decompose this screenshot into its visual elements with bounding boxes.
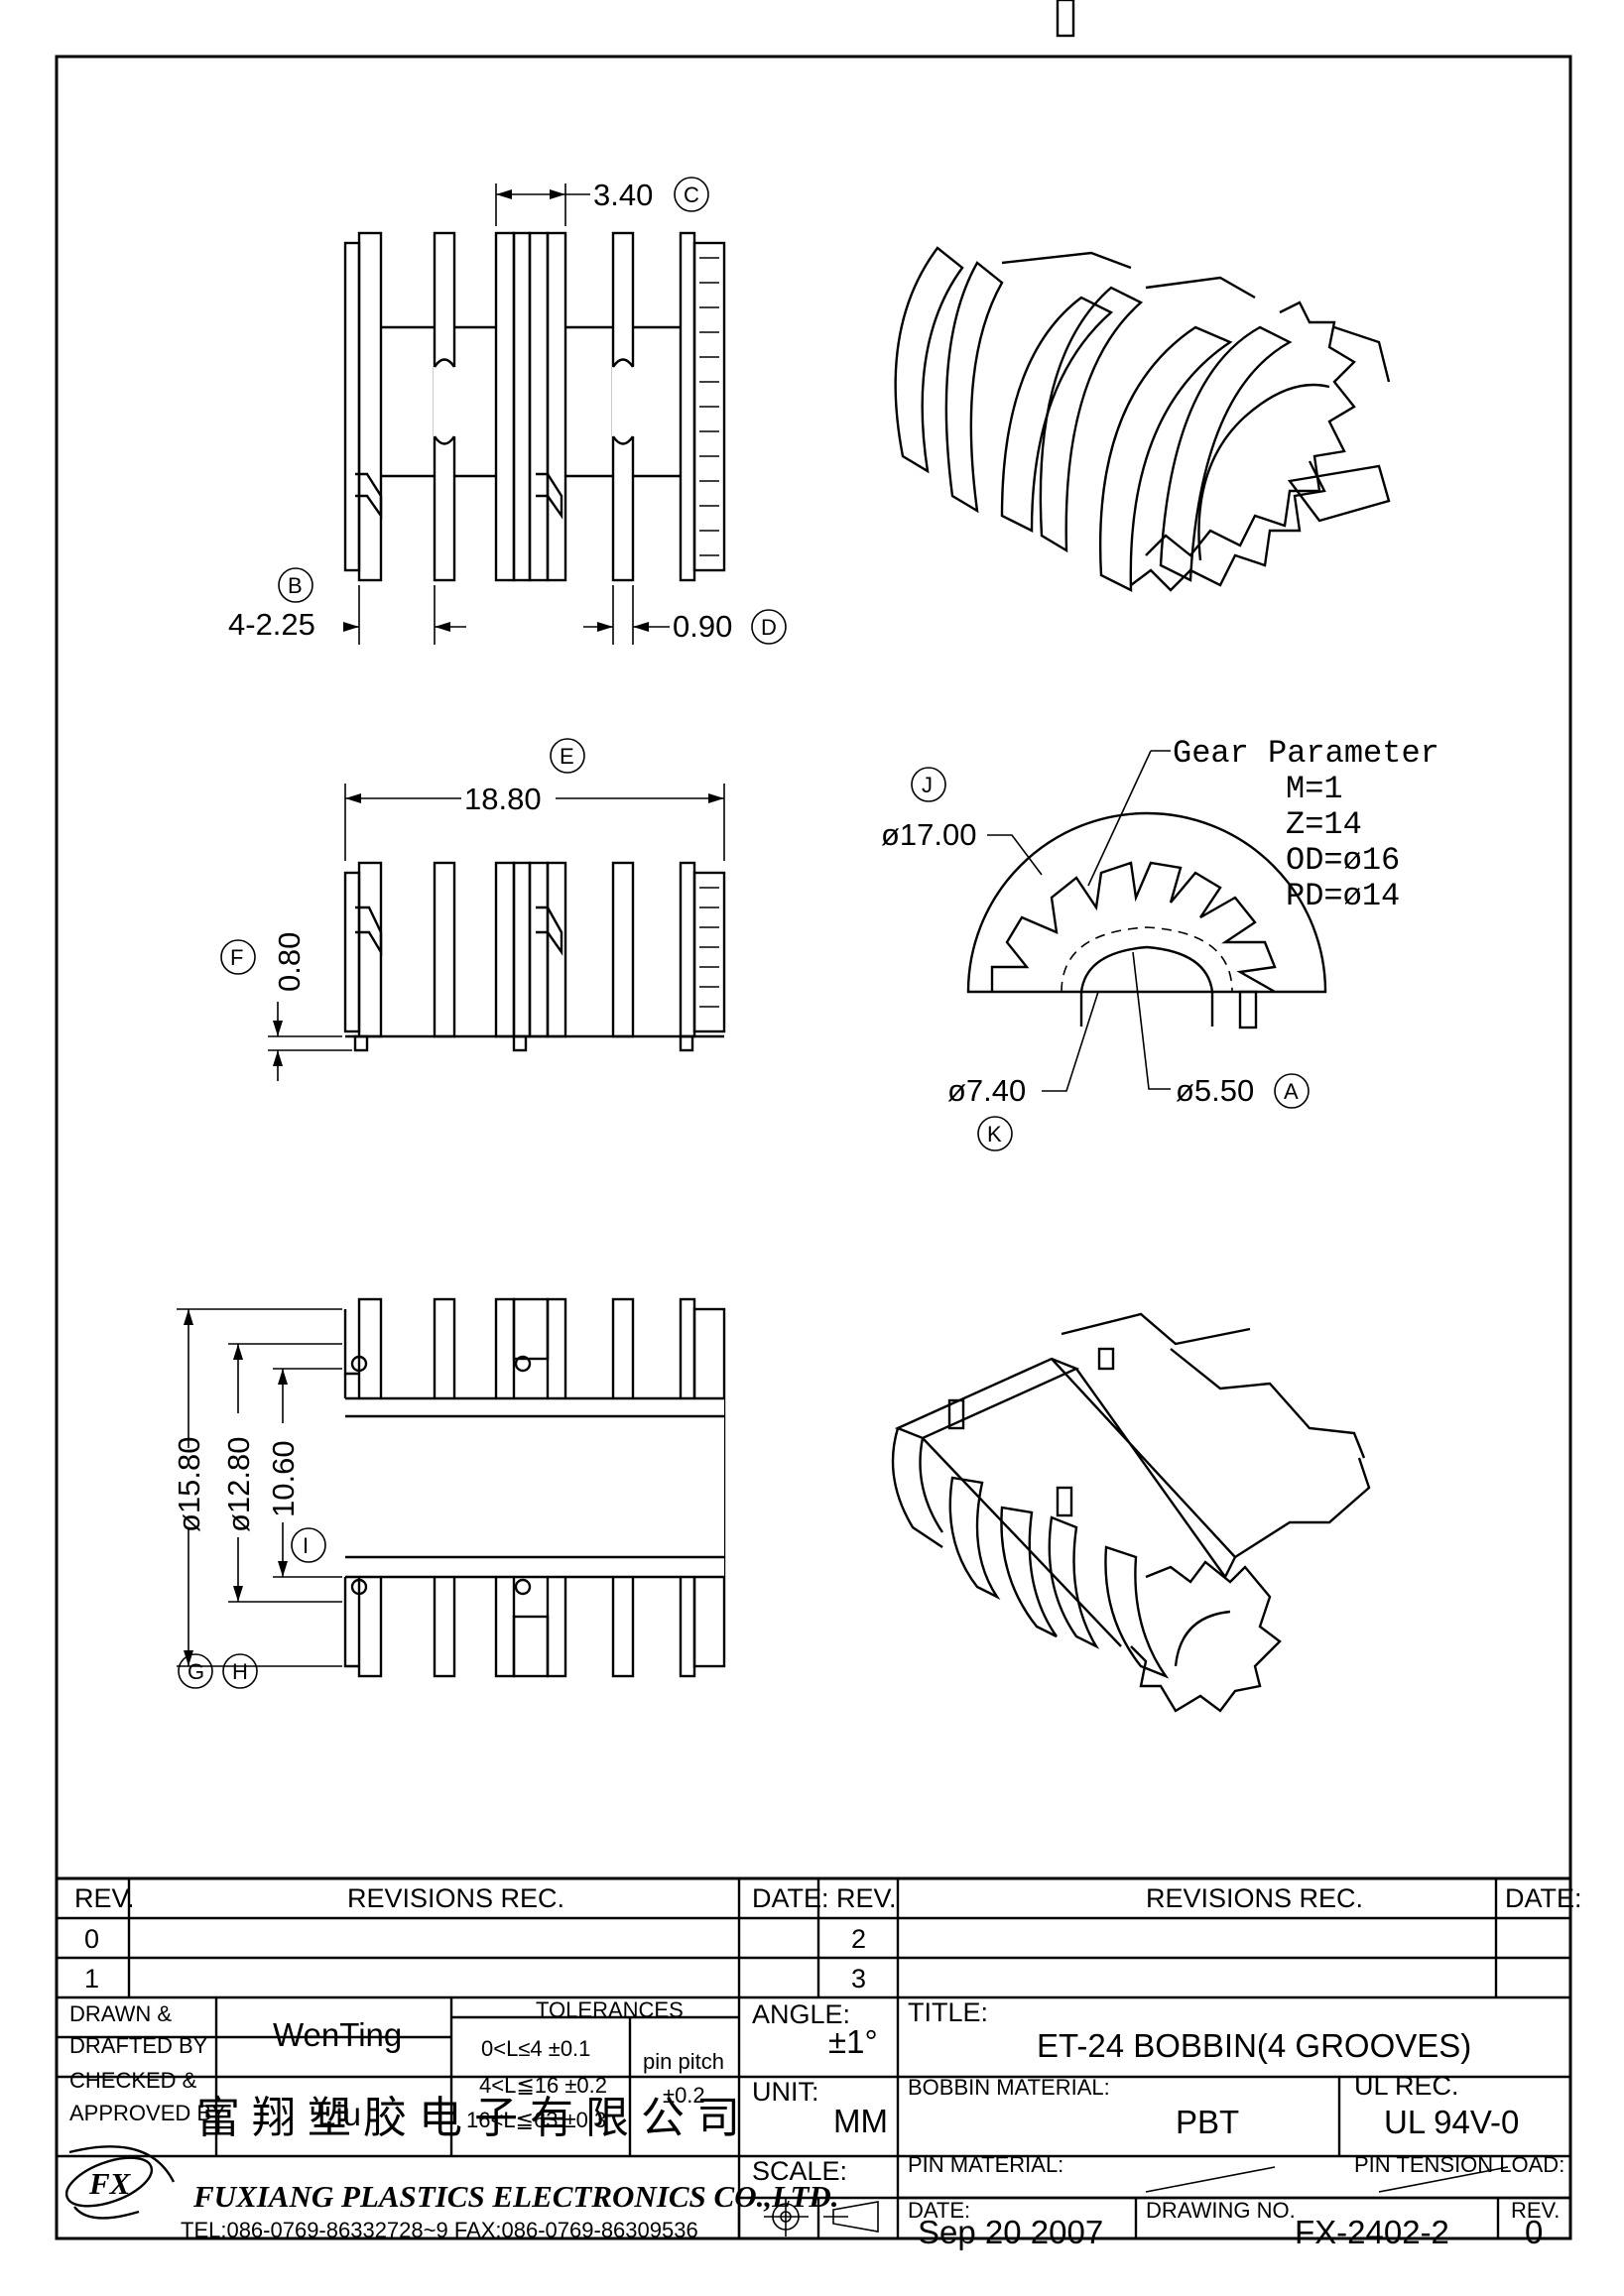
side-view: E 18.80 F 0.80 xyxy=(220,738,726,1081)
callout-k: K xyxy=(987,1122,1002,1147)
title-value: ET-24 BOBBIN(4 GROOVES) xyxy=(1037,2027,1471,2064)
callout-j: J xyxy=(922,773,933,797)
gear-parameter-title: Gear Parameter xyxy=(1173,735,1439,772)
revisions-header-left: REVISIONS REC. xyxy=(347,1883,564,1913)
rev-row-2: 2 xyxy=(851,1924,866,1954)
title-label: TITLE: xyxy=(908,1997,988,2027)
rev-header-left: REV. xyxy=(74,1883,135,1913)
dim-j-value: ø17.00 xyxy=(881,817,977,852)
rev-row-0: 0 xyxy=(84,1924,99,1954)
bobbin-material-label: BOBBIN MATERIAL: xyxy=(908,2075,1110,2100)
callout-b: B xyxy=(288,573,303,598)
drawing-no-value: FX-2402-2 xyxy=(1295,2214,1449,2250)
rev-row-1: 1 xyxy=(84,1964,99,1994)
ul-rec-label: UL REC. xyxy=(1354,2071,1459,2101)
callout-g: G xyxy=(187,1659,204,1684)
front-view: 3.40 C B 4-2.25 0.90 D xyxy=(228,177,787,645)
ul-rec-value: UL 94V-0 xyxy=(1384,2104,1519,2140)
gear-z: Z=14 xyxy=(1286,806,1362,843)
rev-label: REV. xyxy=(1511,2198,1560,2223)
gear-pd: PD=ø14 xyxy=(1286,878,1400,914)
callout-e: E xyxy=(560,744,574,769)
isometric-view-bottom xyxy=(891,1312,1371,1713)
pin-pitch-label: pin pitch xyxy=(643,2049,724,2074)
drawn-by-value: WenTing xyxy=(273,2016,402,2053)
tolerances-label: TOLERANCES xyxy=(536,1997,684,2022)
dim-e-value: 18.80 xyxy=(464,782,542,816)
company-contact: TEL:086-0769-86332728~9 FAX:086-0769-863… xyxy=(181,2218,698,2242)
dim-k-value: ø7.40 xyxy=(947,1073,1026,1108)
rev-row-3: 3 xyxy=(851,1964,866,1994)
pin-tension-label: PIN TENSION LOAD: xyxy=(1354,2152,1564,2177)
callout-a: A xyxy=(1284,1079,1299,1104)
date-header-left: DATE: xyxy=(752,1883,829,1913)
approved-by-value: Liu xyxy=(317,2096,361,2132)
dim-158-value: ø15.80 xyxy=(172,1436,206,1532)
drawn-label: DRAWN & xyxy=(69,2001,172,2026)
drawing-no-label: DRAWING NO. xyxy=(1146,2198,1296,2223)
tolerance-2: 4<L≦16 ±0.2 xyxy=(479,2073,607,2098)
gear-end-view: Gear Parameter M=1 Z=14 OD=ø16 PD=ø14 J … xyxy=(881,0,1439,1151)
rev-value: 0 xyxy=(1525,2214,1543,2250)
pin-material-label: PIN MATERIAL: xyxy=(908,2152,1063,2177)
scale-label: SCALE: xyxy=(752,2156,847,2186)
company-name-cn: 富翔塑胶电子有限公司 xyxy=(196,2093,752,2143)
drafted-label: DRAFTED BY xyxy=(69,2033,208,2058)
dim-b-value: 4-2.25 xyxy=(228,607,315,642)
dim-a-value: ø5.50 xyxy=(1176,1073,1254,1108)
logo-text: FX xyxy=(88,2166,132,2201)
dim-f-value: 0.80 xyxy=(272,932,307,992)
bottom-view: ø15.80 ø12.80 10.60 I G H xyxy=(172,1297,726,1689)
dim-c-value: 3.40 xyxy=(593,178,653,212)
gear-od: OD=ø16 xyxy=(1286,842,1400,879)
tolerance-3: 16<L≦63 ±0.3 xyxy=(466,2108,606,2132)
gear-m: M=1 xyxy=(1286,771,1343,807)
approved-label: APPROVED BY xyxy=(69,2101,226,2125)
dim-d-value: 0.90 xyxy=(673,609,732,644)
title-block: REV. REVISIONS REC. DATE: REV. REVISIONS… xyxy=(57,1876,1582,2250)
revisions-header-right: REVISIONS REC. xyxy=(1146,1883,1363,1913)
company-logo: FX xyxy=(64,2145,176,2220)
date-header-right: DATE: xyxy=(1505,1883,1582,1913)
date-label: DATE: xyxy=(908,2198,970,2223)
projection-symbol xyxy=(764,2197,879,2236)
checked-label: CHECKED & xyxy=(69,2068,197,2093)
callout-i: I xyxy=(303,1533,309,1558)
callout-d: D xyxy=(761,615,777,640)
unit-value: MM xyxy=(833,2103,888,2139)
date-value: Sep 20 2007 xyxy=(918,2214,1103,2250)
company-name-en: FUXIANG PLASTICS ELECTRONICS CO.,LTD. xyxy=(192,2179,839,2214)
isometric-view-top xyxy=(894,246,1391,592)
dim-128-value: ø12.80 xyxy=(221,1436,256,1532)
dim-106-value: 10.60 xyxy=(266,1440,301,1517)
callout-f: F xyxy=(230,945,243,970)
unit-label: UNIT: xyxy=(752,2077,819,2107)
pin-pitch-value: ±0.2 xyxy=(663,2083,705,2108)
tolerance-1: 0<L≤4 ±0.1 xyxy=(481,2036,590,2061)
callout-h: H xyxy=(232,1659,248,1684)
callout-c: C xyxy=(684,182,699,207)
rev-header-right: REV. xyxy=(836,1883,897,1913)
angle-value: ±1° xyxy=(828,2023,878,2060)
bobbin-material-value: PBT xyxy=(1176,2104,1239,2140)
angle-label: ANGLE: xyxy=(752,1999,850,2029)
sheet-border xyxy=(55,55,1572,2240)
